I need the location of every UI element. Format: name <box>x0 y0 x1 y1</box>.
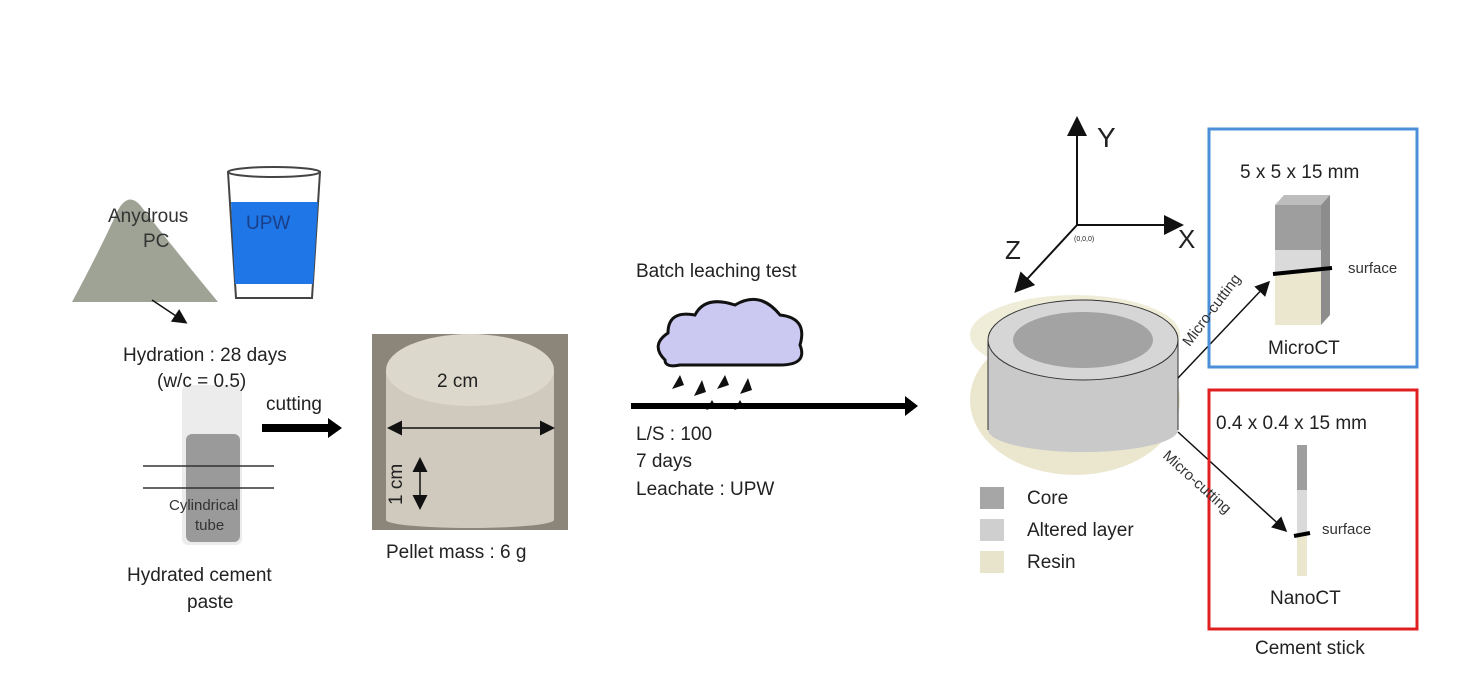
cutting-arrow <box>262 418 342 438</box>
axis-z-label: Z <box>1005 235 1021 265</box>
leaching-ls: L/S : 100 <box>636 424 713 445</box>
rain-cloud-icon <box>656 297 804 410</box>
tube-caption-2: paste <box>187 592 234 613</box>
nanoct-name: NanoCT <box>1270 588 1341 609</box>
tube-caption: Hydrated cement <box>127 565 272 586</box>
axis-y-label: Y <box>1097 122 1116 153</box>
pellet-diameter: 2 cm <box>437 371 479 392</box>
hydration-duration: Hydration : 28 days <box>123 345 287 366</box>
cement-powder-pile <box>72 199 218 302</box>
powder-label-pc: PC <box>143 231 170 252</box>
axis-origin-label: (0,0,0) <box>1074 236 1095 243</box>
tube-label-2: tube <box>195 517 225 534</box>
nanoct-stick <box>1293 445 1311 576</box>
pellet-mass: Pellet mass : 6 g <box>386 542 527 563</box>
hydration-ratio: (w/c = 0.5) <box>157 371 247 392</box>
embedded-specimen <box>970 295 1180 475</box>
legend-swatch-resin <box>980 551 1004 573</box>
pellet-height: 1 cm <box>386 463 407 505</box>
tube-label: Cylindrical <box>169 497 239 514</box>
legend-label-resin: Resin <box>1027 552 1076 573</box>
mix-arrow <box>151 299 188 324</box>
cutting-label: cutting <box>266 394 322 415</box>
legend-label-core: Core <box>1027 488 1069 509</box>
legend-swatch-core <box>980 487 1004 509</box>
axis-x-label: X <box>1178 224 1196 254</box>
microct-stick <box>1272 195 1333 325</box>
leaching-days: 7 days <box>636 451 692 472</box>
legend-swatch-altered <box>980 519 1004 541</box>
leaching-arrow <box>631 396 918 416</box>
powder-label: Anydrous <box>108 206 189 227</box>
water-label: UPW <box>246 213 291 234</box>
coordinate-axes <box>1014 116 1184 293</box>
microct-name: MicroCT <box>1268 338 1340 359</box>
nanoct-size: 0.4 x 0.4 x 15 mm <box>1216 413 1368 434</box>
nanoct-box <box>1207 388 1419 631</box>
leaching-leachate: Leachate : UPW <box>636 479 775 500</box>
water-glass <box>226 166 322 299</box>
microct-surface: surface <box>1348 260 1398 277</box>
micro-cutting-arrow-upper <box>1177 280 1271 379</box>
cylindrical-tube <box>143 385 274 545</box>
microct-size: 5 x 5 x 15 mm <box>1240 162 1360 183</box>
nanoct-surface: surface <box>1322 521 1372 538</box>
microct-box <box>1207 127 1419 369</box>
pellet-photo <box>372 334 568 530</box>
micro-cutting-arrow-lower <box>1177 431 1288 533</box>
legend-label-altered: Altered layer <box>1027 520 1134 541</box>
cement-stick-caption: Cement stick <box>1255 638 1365 659</box>
leaching-title: Batch leaching test <box>636 261 797 282</box>
